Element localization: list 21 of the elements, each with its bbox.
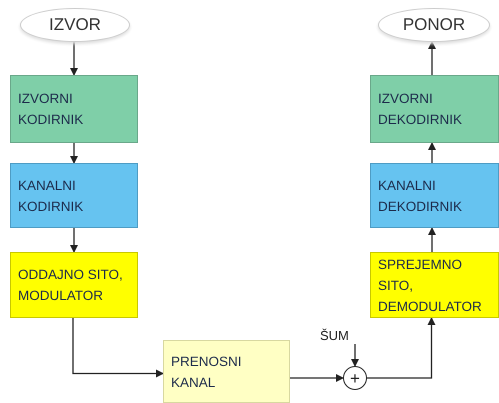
- process-box: IZVORNI DEKODIRNIK: [370, 75, 499, 143]
- process-box: KANALNI DEKODIRNIK: [370, 163, 499, 228]
- arrow: [428, 142, 436, 163]
- process-box: IZVORNI KODIRNIK: [10, 75, 138, 143]
- process-box: PRENOSNI KANAL: [163, 340, 290, 403]
- arrow: [70, 143, 78, 164]
- arrow: [351, 344, 359, 367]
- process-box: ODDAJNO SITO, MODULATOR: [10, 252, 138, 318]
- process-box: SPREJEMNO SITO, DEMODULATOR: [370, 252, 499, 318]
- summing-junction: +: [343, 366, 367, 390]
- terminal-ellipse: IZVOR: [20, 8, 130, 42]
- terminal-ellipse: PONOR: [378, 8, 490, 42]
- arrow: [367, 317, 436, 379]
- arrow: [428, 41, 436, 75]
- arrow: [428, 227, 436, 252]
- process-box: KANALNI KODIRNIK: [10, 163, 138, 228]
- arrow: [70, 42, 78, 76]
- noise-label: ŠUM: [320, 326, 354, 344]
- arrow: [290, 374, 344, 382]
- arrow: [72, 318, 164, 378]
- arrow: [70, 228, 78, 253]
